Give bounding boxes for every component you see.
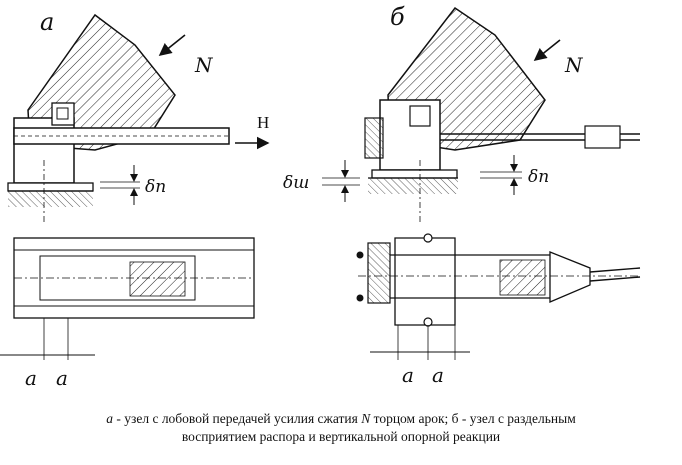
caption-lead: а: [106, 411, 114, 426]
caption-text-1: - узел с лобовой передачей усилия сжатия: [113, 411, 362, 426]
gap-label-b: δп: [528, 167, 549, 187]
dim-a-left-1: а: [25, 366, 37, 390]
node-a-elevation: N H δп а: [7, 8, 270, 225]
gap-label-shim: δш: [283, 173, 309, 193]
dim-a-right-2: а: [432, 363, 444, 387]
caption-line-2: восприятием распора и вертикальной опорн…: [181, 429, 501, 444]
dim-a-left-2: а: [56, 366, 68, 390]
dim-a-right-1: а: [402, 363, 414, 387]
panel-label-a: а: [40, 8, 54, 36]
figure-caption: а - узел с лобовой передачей усилия сжат…: [0, 410, 682, 446]
caption-line-1: а - узел с лобовой передачей усилия сжат…: [0, 410, 682, 428]
gap-label-a: δп: [145, 177, 166, 197]
node-b-plan: а а: [356, 233, 641, 387]
caption-force: N: [361, 411, 371, 426]
force-n-label-b: N: [564, 53, 584, 77]
force-h-label: H: [257, 113, 269, 132]
node-b-elevation: N δш δп б: [283, 3, 640, 225]
force-n-label-a: N: [194, 53, 214, 77]
caption-text-2: торцом арок; б - узел с раздельным: [370, 411, 576, 426]
panel-label-b: б: [390, 3, 405, 31]
node-a-plan: а а: [0, 237, 255, 390]
